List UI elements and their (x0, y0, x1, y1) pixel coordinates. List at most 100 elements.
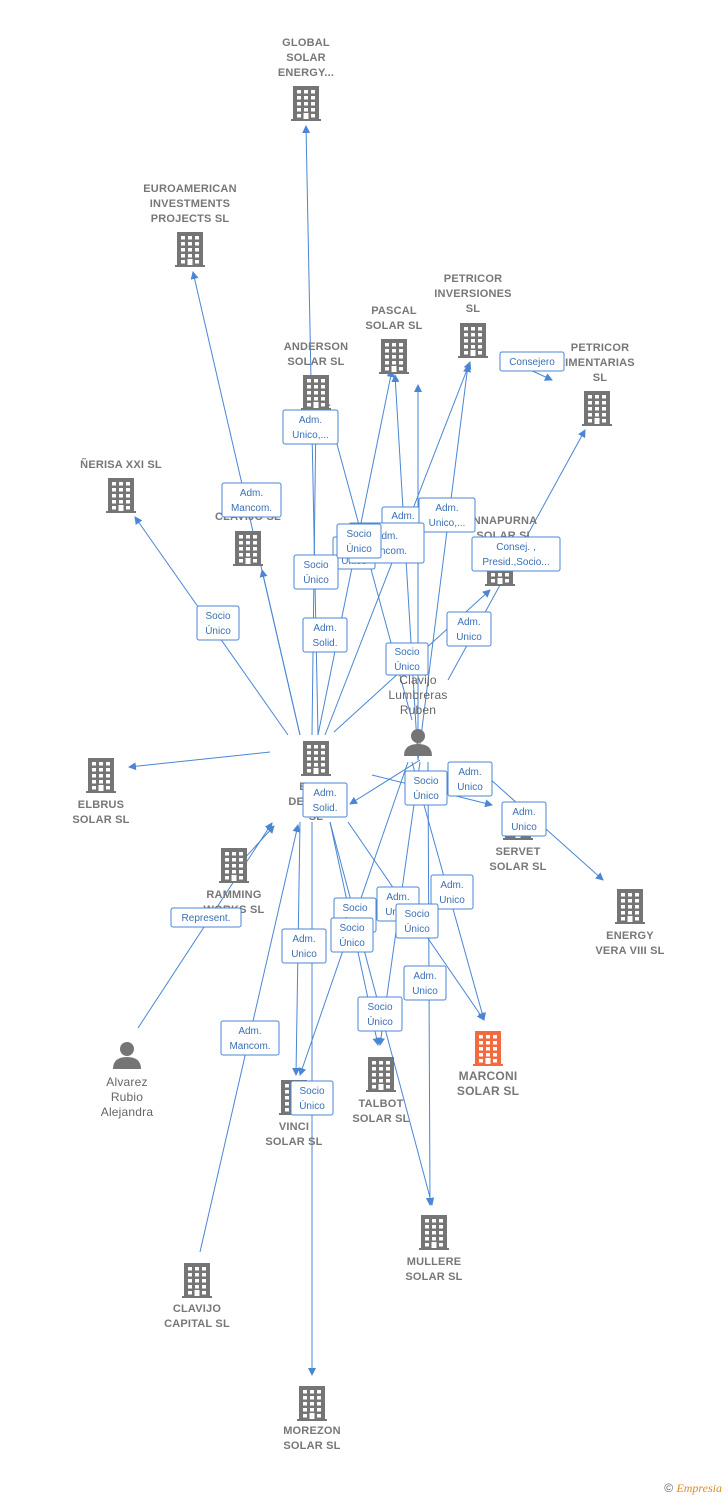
node-label: PETRICOR (444, 273, 502, 285)
building-icon (458, 323, 488, 358)
node-label: SOLAR SL (265, 1136, 322, 1148)
node-label: ENERGY (606, 930, 654, 942)
relation-label-text: Socio (394, 647, 419, 658)
node-global[interactable]: GLOBALSOLARENERGY... (278, 37, 334, 121)
relation-label-text: Socio (346, 529, 371, 540)
relation-label[interactable]: Consejero (499, 351, 565, 372)
relation-label-text: Represent. (182, 913, 231, 924)
relation-label[interactable]: Adm.Unico,... (418, 497, 476, 533)
node-label: NNAPURNA (473, 515, 538, 527)
node-ramming[interactable]: RAMMINGWORKS SL (204, 848, 265, 916)
relation-edge-13 (417, 364, 472, 761)
relation-label-text: Mancom. (231, 503, 272, 514)
relation-label[interactable]: Adm.Unico (430, 874, 474, 910)
node-label: SL (466, 303, 481, 315)
building-icon (379, 339, 409, 374)
footer-brand[interactable]: © Empresia (664, 1481, 722, 1496)
relation-label-text: Unico (456, 632, 482, 643)
building-icon (473, 1031, 503, 1066)
relation-label-text: Adm. (413, 971, 436, 982)
node-label: IMENTARIAS (565, 357, 635, 369)
node-label: Alejandra (101, 1105, 154, 1119)
relation-edge-8 (128, 751, 271, 771)
node-clavijo-capital[interactable]: CLAVIJO CAPITAL SL (164, 1263, 230, 1330)
relation-label-text: Consejero (509, 357, 555, 368)
node-label: ENERGY... (278, 67, 334, 79)
relation-label-text: Socio (303, 560, 328, 571)
relation-label-text: Único (413, 789, 439, 802)
relation-label-text: Socio (339, 923, 364, 934)
node-label: GLOBAL (282, 37, 330, 49)
relation-label-text: Socio (342, 903, 367, 914)
node-label: Rubio (111, 1090, 143, 1104)
relation-label[interactable]: Adm.Solid. (302, 617, 348, 653)
node-label: MULLERE (407, 1256, 462, 1268)
relation-label-text: Adm. (440, 880, 463, 891)
relation-label[interactable]: Adm.Unico (446, 611, 492, 647)
brand-logo: Empresia (676, 1481, 722, 1495)
building-icon (301, 375, 331, 410)
relation-label[interactable]: Adm.Solid. (302, 782, 348, 818)
node-label: ÑERISA XXI SL (80, 458, 162, 471)
relation-label[interactable]: Adm.Unico,... (282, 409, 339, 445)
building-icon (582, 391, 612, 426)
building-icon (219, 848, 249, 883)
relation-label[interactable]: Adm.Unico (447, 761, 493, 797)
relation-label-text: Único (205, 624, 231, 637)
relation-label-text: Socio (205, 611, 230, 622)
relation-label[interactable]: Adm.Mancom. (220, 1020, 280, 1056)
relation-label-text: Socio (413, 776, 438, 787)
node-label: CAPITAL SL (164, 1318, 230, 1330)
relation-label[interactable]: Consej. ,Presid.,Socio... (471, 536, 561, 572)
building-icon (182, 1263, 212, 1298)
relation-label-text: Socio (299, 1086, 324, 1097)
relation-label[interactable]: Adm.Mancom. (221, 482, 282, 518)
node-label: CLAVIJO (173, 1303, 222, 1315)
relation-label[interactable]: Represent. (170, 907, 242, 928)
node-label: PASCAL (371, 305, 417, 317)
relation-label-text: Adm. (391, 511, 414, 522)
relation-label-text: Único (394, 660, 420, 673)
building-icon (233, 531, 263, 566)
node-label: TALBOT (359, 1098, 404, 1110)
copyright-icon: © (664, 1481, 674, 1495)
node-label: SOLAR SL (457, 1084, 519, 1098)
building-icon (366, 1057, 396, 1092)
node-nerisa[interactable]: ÑERISA XXI SL (80, 458, 162, 513)
relation-label-text: Único (404, 922, 430, 935)
building-icon (175, 232, 205, 267)
relation-label-text: Unico,... (429, 518, 466, 529)
relation-label[interactable]: Adm.Unico (281, 928, 327, 964)
relation-label[interactable]: Adm.Unico (501, 801, 547, 837)
edge-layer (128, 125, 604, 1376)
relation-label-text: Socio (404, 909, 429, 920)
node-label: RAMMING (206, 889, 261, 901)
relation-label-text: Adm. (386, 892, 409, 903)
relation-label-text: Solid. (312, 638, 337, 649)
relation-edge-6 (259, 569, 301, 736)
relation-label[interactable]: Adm.Unico (403, 965, 447, 1001)
node-label: PETRICOR (571, 342, 629, 354)
